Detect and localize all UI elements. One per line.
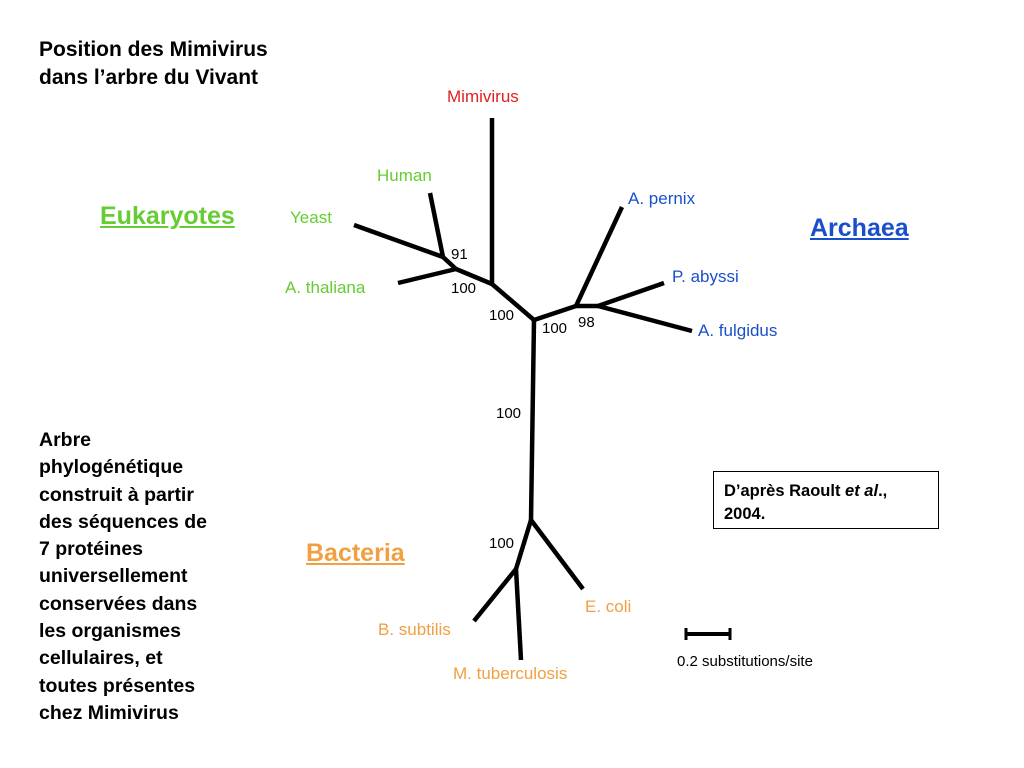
branch-a-thaliana bbox=[397, 266, 457, 286]
taxon-a-fulgidus: A. fulgidus bbox=[698, 321, 778, 340]
branch-e-coli bbox=[529, 518, 585, 591]
branch-center-to-archaea bbox=[533, 303, 577, 323]
scale-label: 0.2 substitutions/site bbox=[677, 653, 813, 670]
bootstrap-bacteria-node: 100 bbox=[489, 535, 515, 552]
domain-label-archaea: Archaea bbox=[810, 214, 909, 242]
branch-b-subtilis bbox=[472, 567, 518, 623]
description-line: cellulaires, et bbox=[39, 647, 163, 670]
bootstrap-archaea-node: 98 bbox=[578, 314, 595, 331]
description-line: Arbre bbox=[39, 429, 92, 451]
branch-p-abyssi bbox=[597, 280, 665, 309]
citation-italic: et al bbox=[845, 482, 879, 500]
description-line: 7 protéines bbox=[39, 538, 144, 561]
description-line: des séquences de bbox=[39, 510, 207, 533]
bootstrap-euk-node: 100 bbox=[451, 280, 477, 297]
description-line: conservées dans bbox=[39, 592, 198, 615]
taxon-e-coli: E. coli bbox=[585, 597, 632, 616]
branch-a-fulgidus bbox=[597, 303, 693, 334]
taxon-a-thaliana: A. thaliana bbox=[285, 278, 366, 297]
taxon-human: Human bbox=[377, 166, 432, 185]
description-line: construit à partir bbox=[39, 483, 194, 506]
branch-virus-to-center bbox=[490, 282, 536, 322]
citation-prefix: D’après Raoult bbox=[724, 482, 846, 500]
page-title: Position des Mimivirus dans l’arbre du V… bbox=[39, 36, 268, 92]
bootstrap-virus-node: 100 bbox=[489, 307, 515, 324]
branch-human bbox=[427, 192, 446, 258]
description-line: les organismes bbox=[39, 620, 181, 643]
domain-label-eukaryotes: Eukaryotes bbox=[100, 202, 235, 230]
taxon-b-subtilis: B. subtilis bbox=[378, 620, 451, 639]
title-line-2: dans l’arbre du Vivant bbox=[39, 66, 259, 89]
branch-m-tuberculosis bbox=[513, 568, 524, 661]
branch-bact-inner bbox=[513, 519, 534, 570]
scale-bar bbox=[684, 628, 732, 640]
description-line: universellement bbox=[39, 565, 188, 588]
bootstrap-central-branch: 100 bbox=[496, 405, 522, 422]
taxon-mimivirus: Mimivirus bbox=[447, 87, 519, 106]
taxon-p-abyssi: P. abyssi bbox=[672, 267, 739, 286]
branch-yeast bbox=[353, 222, 444, 260]
branch-euk-inner bbox=[441, 255, 458, 271]
title-line-1: Position des Mimivirus bbox=[39, 38, 268, 61]
description-line: phylogénétique bbox=[39, 456, 184, 479]
description-line: toutes présentes bbox=[39, 674, 196, 697]
branch-a-pernix bbox=[573, 206, 625, 307]
bootstrap-center-node: 100 bbox=[542, 320, 568, 337]
description-line: chez Mimivirus bbox=[39, 701, 179, 724]
branch-euk-stem bbox=[455, 266, 493, 287]
description-text: Arbre phylogénétique construit à partir … bbox=[39, 427, 249, 727]
citation-suffix: ., 2004. bbox=[724, 482, 888, 523]
domain-label-bacteria: Bacteria bbox=[306, 539, 405, 567]
taxon-yeast: Yeast bbox=[290, 208, 332, 227]
taxon-m-tuberculosis: M. tuberculosis bbox=[453, 664, 568, 683]
bootstrap-euk-inner: 91 bbox=[451, 246, 468, 263]
branch-central bbox=[528, 319, 537, 521]
taxon-a-pernix: A. pernix bbox=[628, 189, 696, 208]
citation-box: D’après Raoult et al., 2004. bbox=[713, 471, 939, 529]
